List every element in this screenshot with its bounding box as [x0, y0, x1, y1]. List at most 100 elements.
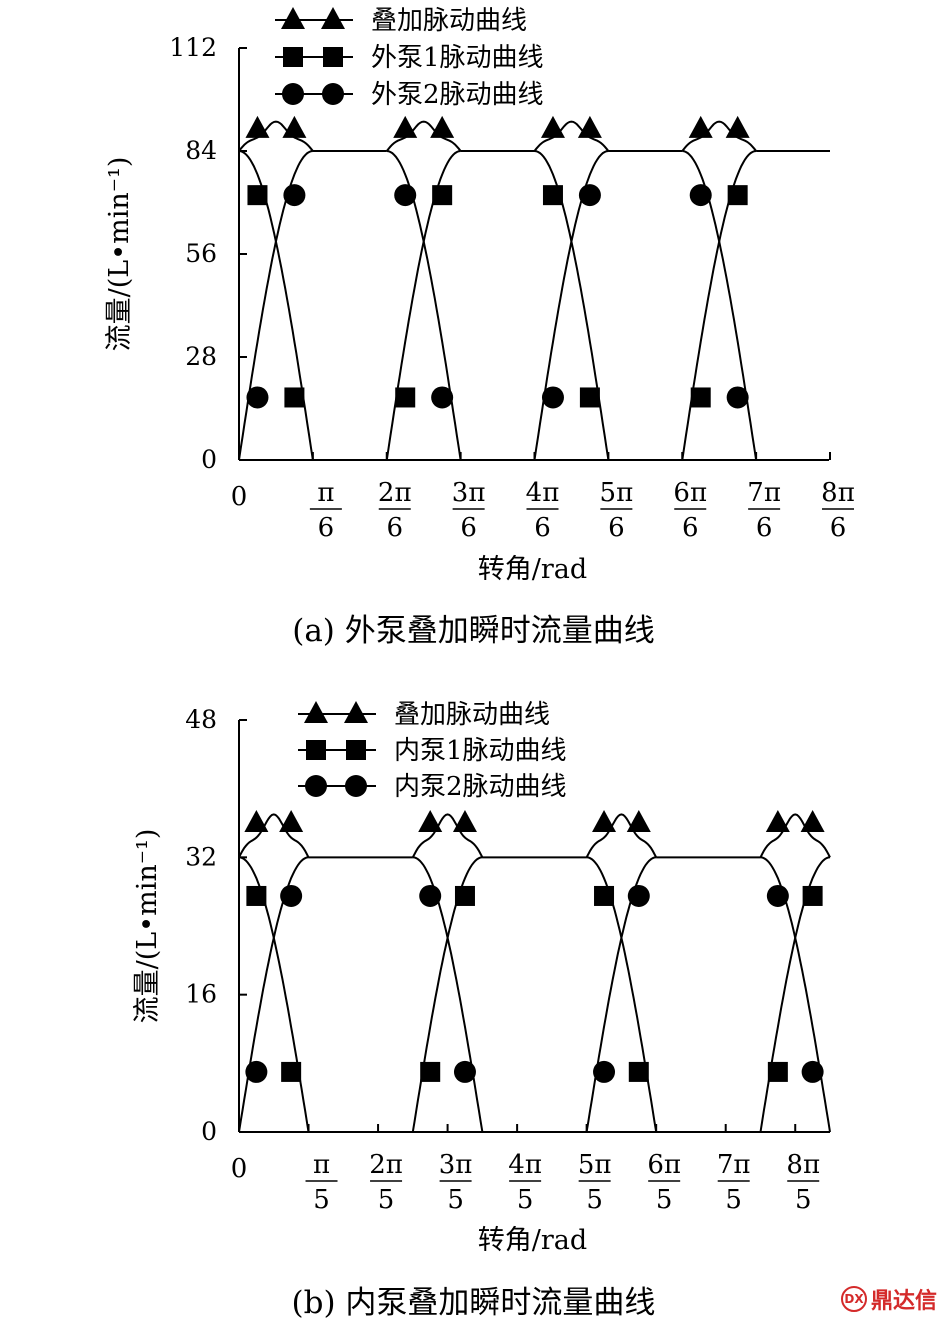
pump1-point	[246, 885, 267, 906]
pump2-point	[593, 1060, 616, 1083]
legend-marker	[304, 701, 328, 723]
legend-marker	[281, 7, 305, 29]
pump2-series-line	[681, 150, 757, 461]
pump2-point	[280, 884, 303, 907]
x-tick-denominator: 6	[386, 513, 403, 543]
pump1-point	[432, 185, 453, 206]
pump2-point	[766, 884, 789, 907]
x-tick-label: 0	[231, 482, 248, 512]
y-tick-label: 84	[185, 136, 217, 165]
x-tick-denominator: 5	[795, 1185, 812, 1215]
pump1-point	[628, 1061, 649, 1082]
x-tick-denominator: 6	[682, 513, 699, 543]
pump2-point	[419, 884, 442, 907]
x-tick-denominator: 5	[586, 1185, 603, 1215]
sum-point	[688, 115, 713, 138]
x-tick-label: 5π	[578, 1150, 612, 1180]
pump1-point	[594, 885, 615, 906]
pump2-point	[627, 884, 650, 907]
pump2-series-line	[586, 856, 658, 1133]
sum-point	[540, 115, 565, 138]
y-tick-label: 112	[169, 33, 217, 62]
x-axis-title: 转角/rad	[478, 554, 587, 585]
pump2-series-line	[385, 150, 461, 461]
x-tick-denominator: 6	[460, 513, 477, 543]
pump1-point	[454, 885, 475, 906]
pump2-point	[578, 184, 601, 207]
x-tick-denominator: 5	[725, 1185, 742, 1215]
x-tick-denominator: 5	[378, 1185, 395, 1215]
sum-series-line	[681, 120, 757, 152]
legend-marker	[344, 701, 368, 723]
legend-marker	[322, 83, 344, 105]
x-tick-label: 8π	[821, 478, 855, 508]
x-tick-label: π	[313, 1150, 330, 1180]
sum-point	[765, 810, 790, 832]
x-tick-label: 0	[231, 1154, 248, 1184]
sum-series-line	[585, 813, 658, 858]
legend-marker	[323, 47, 343, 67]
pump2-point	[283, 184, 306, 207]
y-tick-label: 32	[185, 842, 217, 871]
legend-label: 叠加脉动曲线	[371, 6, 527, 36]
sum-series-line	[386, 120, 462, 152]
pump2-point	[246, 386, 269, 409]
x-tick-denominator: 5	[447, 1185, 464, 1215]
pump1-point	[690, 387, 711, 408]
legend-label: 外泵1脉动曲线	[371, 43, 544, 73]
caption-b: (b) 内泵叠加瞬时流量曲线	[291, 1285, 656, 1321]
y-tick-label: 0	[201, 445, 217, 474]
y-tick-label: 28	[185, 342, 217, 371]
y-tick-label: 16	[185, 980, 217, 1009]
x-tick-label: 8π	[786, 1150, 820, 1180]
sum-point	[279, 810, 304, 832]
watermark-text: 鼎达信	[870, 1289, 937, 1314]
sum-point	[430, 115, 455, 138]
sum-point	[452, 810, 477, 832]
watermark-logo: DX 鼎达信	[840, 1283, 937, 1315]
x-tick-label: 4π	[508, 1150, 542, 1180]
sum-series-line	[533, 120, 610, 152]
pump2-point	[726, 386, 749, 409]
x-tick-label: 3π	[439, 1150, 473, 1180]
legend-marker	[321, 7, 345, 29]
logo-circle-icon: DX	[840, 1286, 867, 1312]
caption-a: (a) 外泵叠加瞬时流量曲线	[292, 613, 655, 649]
sum-point	[626, 810, 651, 832]
pump1-point	[579, 387, 600, 408]
y-axis-title: 流量/(L•min⁻¹)	[132, 829, 163, 1024]
x-tick-label: 2π	[369, 1150, 403, 1180]
pump1-point	[542, 185, 563, 206]
sum-point	[577, 115, 602, 138]
x-tick-label: 6π	[673, 478, 707, 508]
pump1-point	[395, 387, 416, 408]
pump2-point	[541, 386, 564, 409]
y-tick-label: 48	[185, 705, 217, 734]
x-tick-label: 5π	[600, 478, 634, 508]
x-tick-label: π	[317, 478, 334, 508]
x-tick-label: 6π	[647, 1150, 681, 1180]
pump2-series-line	[759, 856, 831, 1133]
sum-point	[282, 115, 307, 138]
x-tick-denominator: 5	[517, 1185, 534, 1215]
pump2-point	[453, 1060, 476, 1083]
x-tick-denominator: 6	[830, 513, 847, 543]
legend-marker	[346, 740, 366, 760]
sum-point	[418, 810, 443, 832]
x-tick-denominator: 6	[756, 513, 773, 543]
legend-marker	[345, 775, 367, 797]
sum-point	[245, 115, 270, 138]
y-tick-label: 56	[185, 239, 217, 268]
x-tick-denominator: 6	[608, 513, 625, 543]
sum-point	[592, 810, 617, 832]
x-tick-label: 7π	[717, 1150, 751, 1180]
pump2-series-line	[534, 150, 610, 461]
pump2-series-line	[411, 856, 483, 1133]
sum-point	[393, 115, 418, 138]
legend-label: 内泵2脉动曲线	[394, 772, 567, 802]
pump1-point	[247, 185, 268, 206]
legend-marker	[282, 83, 304, 105]
x-tick-label: 7π	[747, 478, 781, 508]
